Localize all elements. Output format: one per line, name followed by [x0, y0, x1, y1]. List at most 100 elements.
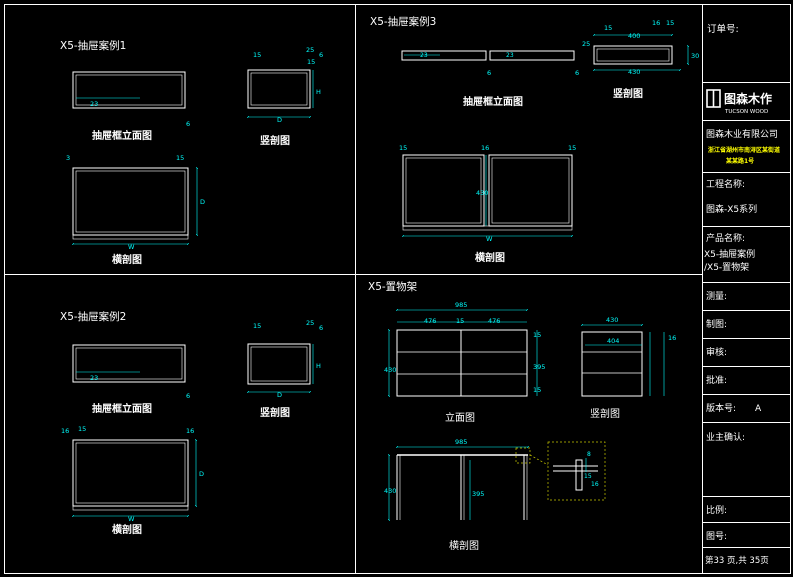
drawer-side-section: 15 25 400 16 15 430 30 6	[575, 19, 699, 77]
shelf-elevation: 985 476 15 476 15 430 395 15	[384, 301, 545, 396]
plan-base	[72, 234, 189, 240]
plan-outline	[72, 439, 189, 507]
version-label: 版本号:	[706, 402, 736, 414]
dim-label: 6	[186, 120, 190, 128]
plan-left-outline	[402, 154, 485, 227]
dim-label: 16	[591, 481, 599, 488]
joint-detail-callout: 8 15 16	[515, 441, 606, 501]
scale-label: 比例:	[706, 504, 727, 516]
dim-label: D	[277, 116, 282, 124]
dim-label: 15	[253, 322, 261, 330]
dim-label: 15	[533, 386, 541, 394]
detail-box	[547, 441, 606, 501]
side-section-label: 竖剖图	[613, 87, 643, 100]
side-section-label: 竖剖图	[590, 407, 620, 420]
dim-label: 15	[456, 317, 464, 325]
dim-label: 6	[575, 69, 579, 77]
dim-label: 16	[481, 144, 489, 152]
drawer-plan-section: 16 15 16 D W	[61, 425, 204, 523]
dim-label: 16	[652, 19, 660, 27]
panel-title: X5-置物架	[368, 280, 418, 293]
side-section-label: 竖剖图	[260, 406, 290, 419]
plan-section-label: 横剖图	[449, 539, 479, 552]
product-name-line2: /X5-置物架	[704, 261, 749, 273]
plan-base	[402, 225, 573, 231]
dim-label: H	[316, 362, 321, 370]
dim-label: 15	[78, 425, 86, 433]
section-outline	[593, 45, 673, 65]
section-inner	[250, 72, 308, 106]
dim-label: D	[199, 470, 204, 478]
drawer-front-elevation: 23 6	[72, 344, 190, 400]
plan-right-outline	[488, 154, 573, 227]
section-outline	[247, 343, 311, 385]
plan-left-inner	[405, 157, 482, 224]
dim-label: 25	[306, 319, 314, 327]
dim-label: 23	[506, 52, 514, 59]
dim-label: 15	[533, 331, 541, 339]
panel-drawer-case-2: X5-抽屉案例2 23 6 抽屉框立面图 15 25 6 D H 竖剖图	[60, 310, 323, 536]
frame-outline	[72, 344, 186, 383]
company-address-line2: 某某路1号	[726, 157, 754, 165]
dim-label: 6	[319, 51, 323, 59]
dim-label: 15	[253, 51, 261, 59]
plan-inner	[75, 170, 186, 233]
panel-title: X5-抽屉案例3	[370, 15, 436, 28]
logo-text: 图森木作	[724, 91, 772, 106]
dim-label: 430	[384, 487, 396, 495]
dim-label: 15	[307, 58, 315, 66]
panel-drawer-case-3: X5-抽屉案例3 23 23 6 抽屉框立面图 15 25 400 16 15 …	[370, 15, 699, 264]
frame-right	[489, 50, 575, 61]
dim-label: W	[128, 243, 135, 251]
frame-outline	[72, 71, 186, 109]
detail-leader	[529, 454, 549, 466]
reviewer-label: 审核:	[706, 346, 727, 358]
front-elevation-label: 抽屉框立面图	[92, 129, 152, 142]
drawer-side-section: 15 25 6 D H	[248, 319, 323, 399]
shelf-plan-section: 985 430 395	[384, 438, 528, 520]
dim-label: D	[200, 198, 205, 206]
outer-border	[4, 4, 791, 574]
dim-label: 430	[476, 189, 488, 197]
page-info: 第33 页,共 35页	[705, 555, 769, 566]
drawing-no-label: 图号:	[706, 531, 727, 542]
drafter-label: 制图:	[706, 318, 727, 330]
dim-label: 15	[604, 24, 612, 32]
section-outline	[247, 69, 311, 109]
owner-confirm-label: 业主确认:	[706, 431, 745, 443]
plan-outline	[72, 167, 189, 236]
dim-label: 15	[176, 154, 184, 162]
dim-label: 476	[424, 317, 436, 325]
dim-label: 6	[319, 324, 323, 332]
company-address-line1: 浙江省湖州市南浔区某街道	[708, 146, 780, 154]
dim-label: 16	[186, 427, 194, 435]
dim-label: 25	[306, 46, 314, 54]
frame-left	[401, 50, 487, 61]
dim-label: 23	[420, 52, 428, 59]
dim-label: H	[316, 88, 321, 96]
drawer-plan-section: 3 15 D W	[66, 154, 205, 251]
dim-label: 430	[628, 68, 640, 76]
detail-marker	[515, 447, 531, 464]
drawer-side-section: 15 25 6 15 D H	[248, 46, 323, 124]
elevation-label: 立面图	[445, 411, 475, 424]
logo-subtext: TUCSON WOOD	[724, 109, 768, 115]
plan-section-label: 横剖图	[475, 251, 505, 264]
section-inner	[596, 48, 670, 62]
dim-label: 16	[668, 334, 676, 342]
dim-label: 395	[472, 490, 484, 498]
plan-section-label: 横剖图	[112, 253, 142, 266]
drawer-front-elevation: 23 23 6	[401, 50, 575, 77]
plan-inner	[75, 442, 186, 504]
panel-shelf: X5-置物架 985 476 15 476 15 430 395 15 立面图	[368, 280, 676, 552]
dim-label: 985	[455, 438, 467, 446]
dim-label: 985	[455, 301, 467, 309]
dim-label: 30	[691, 52, 699, 60]
side-outline	[581, 331, 643, 397]
front-elevation-label: 抽屉框立面图	[92, 402, 152, 415]
measure-label: 测量:	[706, 291, 727, 302]
drawer-front-elevation: 23 6	[72, 71, 190, 128]
project-name-value: 图森-X5系列	[706, 203, 757, 215]
dim-label: 23	[90, 100, 98, 108]
detail-leg	[575, 459, 583, 491]
